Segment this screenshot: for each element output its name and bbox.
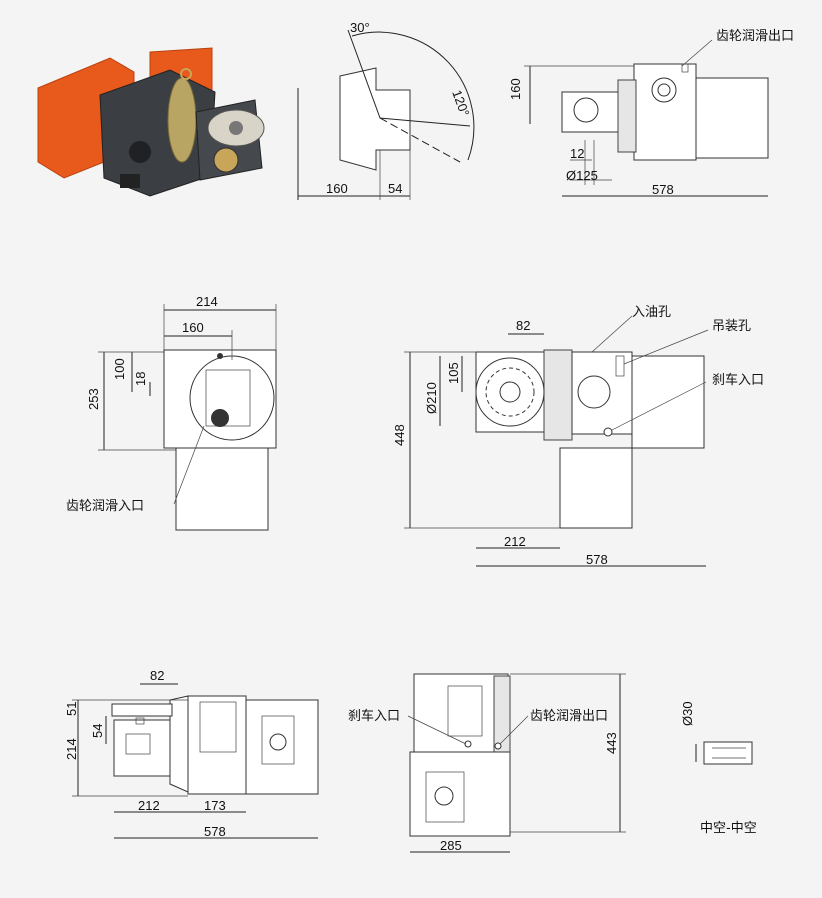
dim-253: 253 (86, 388, 101, 410)
dim-160-mid: 160 (182, 320, 204, 335)
dim-angle-120: 120° (449, 88, 472, 118)
view-middle-left: 214 160 100 18 253 齿轮润滑入口 (66, 294, 277, 531)
label-brake-inlet-bottom: 刹车入口 (348, 708, 400, 724)
dim-212-mid: 212 (504, 534, 526, 549)
label-oil-inlet: 入油孔 (632, 305, 671, 320)
dim-578-top: 578 (652, 182, 674, 197)
dim-54-bottom: 54 (90, 724, 105, 738)
label-gear-lube-out-top: 齿轮润滑出口 (716, 29, 794, 44)
view-bottom-middle: 刹车入口 齿轮润滑出口 443 285 (348, 673, 626, 853)
dim-phi30: Ø30 (680, 701, 695, 726)
dim-54: 54 (388, 181, 402, 196)
dim-18: 18 (133, 372, 148, 386)
dim-160-side: 160 (508, 78, 523, 100)
dim-82-bottom: 82 (150, 668, 164, 683)
dim-100: 100 (112, 358, 127, 380)
label-lifting-hole: 吊装孔 (712, 319, 751, 334)
label-hollow: 中空-中空 (700, 821, 757, 836)
label-gear-lube-out-bottom: 齿轮润滑出口 (530, 709, 608, 724)
dim-51: 51 (64, 702, 79, 716)
product-render (37, 47, 265, 197)
dim-phi210: Ø210 (424, 382, 439, 414)
dim-214-side: 214 (64, 738, 79, 760)
dim-173: 173 (204, 798, 226, 813)
dim-160: 160 (326, 181, 348, 196)
dim-285: 285 (440, 838, 462, 853)
label-brake-inlet-right: 刹车入口 (712, 372, 764, 388)
view-middle-right: 82 105 Ø210 448 212 578 入油孔 吊装孔 刹车入口 (392, 305, 764, 567)
view-top-right: 160 12 Ø125 578 齿轮润滑出口 (508, 29, 794, 197)
view-hollow-section: Ø30 中空-中空 (680, 701, 757, 836)
dim-578-bottom: 578 (204, 824, 226, 839)
dim-angle-30: 30° (350, 20, 370, 35)
dim-448: 448 (392, 424, 407, 446)
dim-212-bottom: 212 (138, 798, 160, 813)
view-bottom-left: 82 51 54 214 212 173 578 (64, 668, 319, 839)
dim-82-mid: 82 (516, 318, 530, 333)
dim-443: 443 (604, 732, 619, 754)
dim-214: 214 (196, 294, 218, 309)
label-gear-lube-in: 齿轮润滑入口 (66, 499, 144, 514)
view-angle-side: 30° 120° 160 54 (297, 20, 475, 200)
dim-105: 105 (446, 362, 461, 384)
dim-578-mid: 578 (586, 552, 608, 567)
dim-phi125: Ø125 (566, 168, 598, 183)
dim-12: 12 (570, 146, 584, 161)
